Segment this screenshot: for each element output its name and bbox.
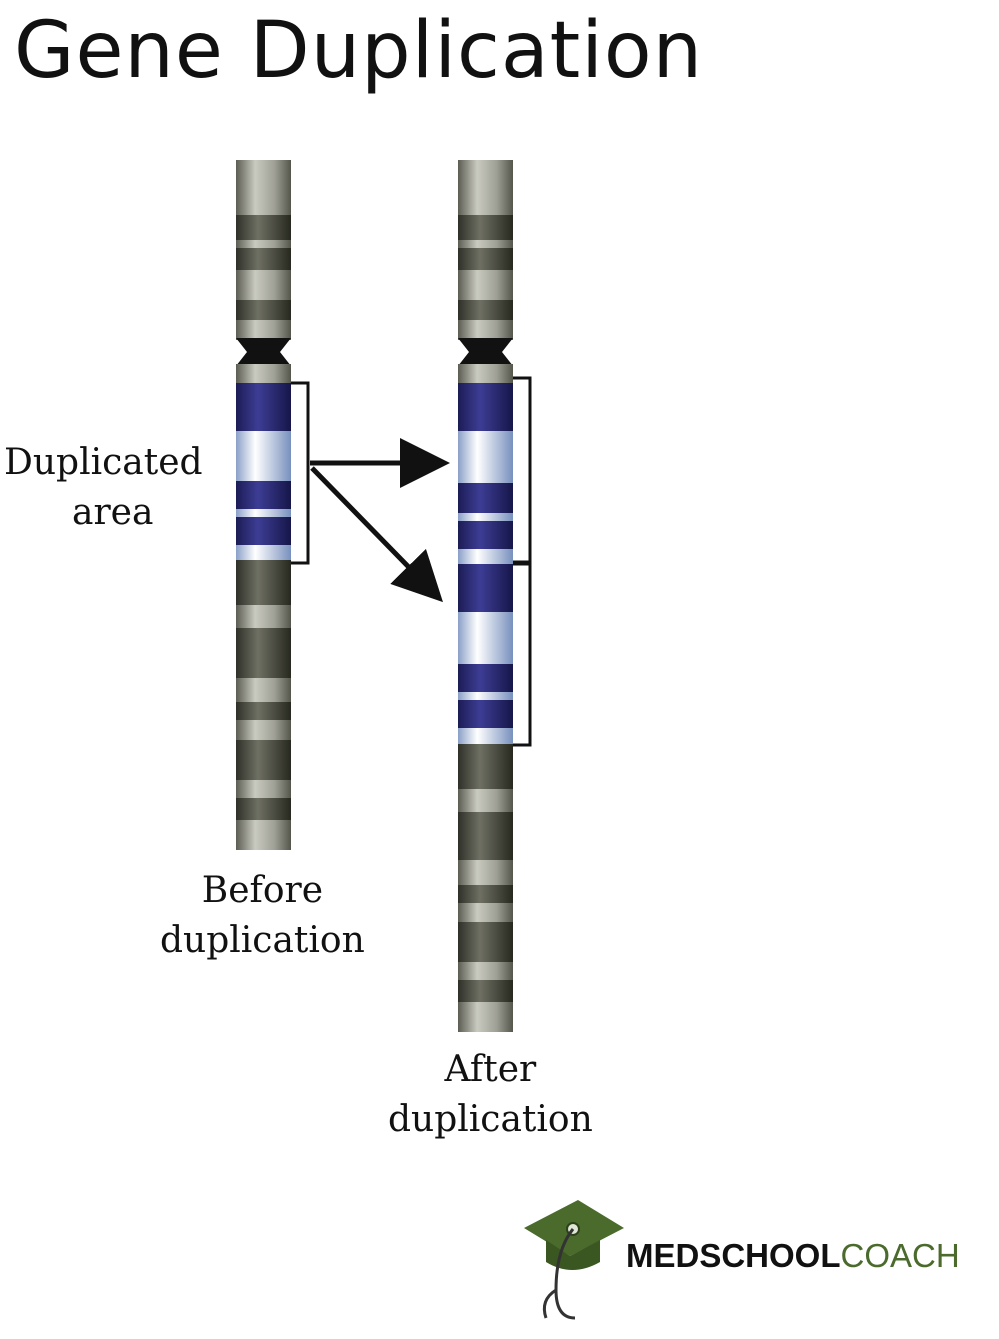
chromosome-band	[458, 364, 513, 384]
duplicated-area-label-line2: area	[72, 492, 154, 533]
duplicated-band	[236, 517, 291, 545]
duplicated-area-label-line1: Duplicated	[4, 442, 203, 483]
duplicated-band	[458, 521, 513, 549]
chromosome-band	[458, 922, 513, 962]
chromosome-band	[458, 300, 513, 320]
duplicated-band	[458, 513, 513, 521]
chromosome-band	[458, 215, 513, 240]
duplicated-band	[458, 612, 513, 664]
chromosome-band	[236, 560, 291, 605]
duplicated-band	[458, 664, 513, 692]
page-title: Gene Duplication	[14, 6, 704, 96]
duplicated-band	[458, 564, 513, 612]
arrow-to-second-copy	[310, 466, 443, 603]
duplicated-band	[236, 545, 291, 560]
logo-text-light: COACH	[840, 1237, 960, 1274]
chromosome-band	[236, 215, 291, 240]
chromosome-after	[458, 160, 513, 1032]
duplicated-band	[236, 509, 291, 517]
chromosome-band	[236, 740, 291, 780]
duplicated-band	[236, 481, 291, 509]
after-duplication-label: After duplication	[388, 1045, 593, 1145]
duplicated-band	[458, 383, 513, 431]
duplicated-area-bracket	[291, 381, 310, 565]
graduation-cap-stethoscope-icon	[524, 1200, 624, 1320]
before-duplication-label-line2: duplication	[160, 920, 365, 961]
after-duplication-label-line2: duplication	[388, 1099, 593, 1140]
chromosome-before-centromere	[236, 338, 291, 366]
duplicated-band	[458, 728, 513, 744]
chromosome-band	[458, 744, 513, 789]
logo-text-bold: MEDSCHOOL	[626, 1237, 841, 1274]
chromosome-band	[236, 702, 291, 720]
first-copy-bracket	[513, 376, 532, 564]
duplicated-band	[236, 431, 291, 481]
chromosome-band	[236, 300, 291, 320]
before-duplication-label-line1: Before	[201, 870, 324, 911]
second-copy-bracket	[513, 562, 532, 747]
duplicated-band	[458, 483, 513, 513]
chromosome-band	[236, 364, 291, 384]
chromosome-band	[458, 885, 513, 903]
duplicated-area-label: Duplicated area	[4, 438, 203, 538]
chromosome-band	[236, 798, 291, 820]
duplicated-band	[458, 692, 513, 700]
before-duplication-label: Before duplication	[160, 866, 365, 966]
logo-wordmark: MEDSCHOOLCOACH	[626, 1236, 960, 1276]
chromosome-after-centromere	[458, 338, 513, 366]
chromosome-band	[458, 980, 513, 1002]
duplicated-band	[458, 549, 513, 564]
chromosome-band	[458, 248, 513, 270]
chromosome-band	[458, 812, 513, 860]
chromosome-band	[236, 248, 291, 270]
chromosome-before	[236, 160, 291, 850]
after-duplication-label-line1: After	[444, 1049, 537, 1090]
duplicated-band	[458, 431, 513, 483]
chromosome-band	[236, 628, 291, 678]
duplicated-band	[458, 700, 513, 728]
duplicated-band	[236, 383, 291, 431]
